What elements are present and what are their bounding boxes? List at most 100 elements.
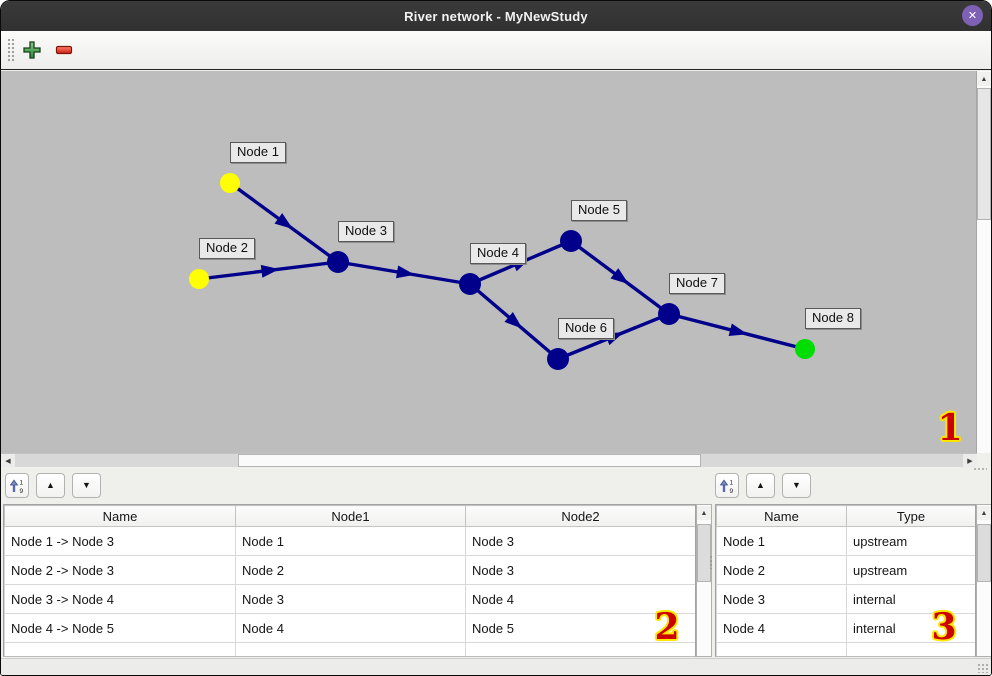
river-node[interactable] xyxy=(658,303,680,325)
move-link-down-button[interactable]: ▼ xyxy=(72,473,101,498)
scroll-up-arrow-icon[interactable]: ▲ xyxy=(977,506,991,520)
node-label[interactable]: Node 2 xyxy=(199,238,255,259)
flow-direction-arrow-icon xyxy=(396,265,415,279)
svg-text:9: 9 xyxy=(730,488,734,494)
empty-row xyxy=(716,642,975,656)
scroll-left-arrow-icon[interactable]: ◀ xyxy=(1,454,15,467)
scroll-up-arrow-icon[interactable]: ▲ xyxy=(977,72,991,86)
plus-icon xyxy=(23,41,41,59)
column-header-node1[interactable]: Node1 xyxy=(235,505,466,527)
toolbar-drag-handle[interactable] xyxy=(7,38,16,63)
table-cell[interactable]: upstream xyxy=(846,526,975,556)
network-canvas[interactable]: Node 1 Node 2 Node 3 Node 4 Node 5 Node 6 Node… xyxy=(1,71,991,453)
arrow-down-icon: ▼ xyxy=(82,480,91,490)
node-label[interactable]: Node 4 xyxy=(470,243,526,264)
flow-direction-arrow-icon xyxy=(260,264,280,278)
canvas-horizontal-scrollbar[interactable]: ◀ ▶ xyxy=(1,453,977,467)
table-cell[interactable]: Node 5 xyxy=(465,613,695,643)
scroll-up-arrow-icon[interactable]: ▲ xyxy=(697,506,711,520)
node-label[interactable]: Node 5 xyxy=(571,200,627,221)
table-cell[interactable]: Node 1 -> Node 3 xyxy=(4,526,236,556)
step-annotation: 2 xyxy=(654,606,680,648)
table-cell[interactable]: Node 3 xyxy=(235,584,466,614)
node-label[interactable]: Node 3 xyxy=(338,221,394,242)
river-node[interactable] xyxy=(795,339,815,359)
nodes-scroll-thumb[interactable] xyxy=(977,524,991,582)
svg-text:9: 9 xyxy=(20,488,24,494)
column-header-type[interactable]: Type xyxy=(846,505,975,527)
svg-text:1: 1 xyxy=(730,479,734,486)
flow-direction-arrow-icon xyxy=(610,268,629,285)
vertical-scroll-thumb[interactable] xyxy=(977,88,991,220)
column-header-node2[interactable]: Node2 xyxy=(465,505,695,527)
node-label[interactable]: Node 8 xyxy=(805,308,861,329)
resize-grip[interactable] xyxy=(977,663,988,673)
main-toolbar xyxy=(1,31,991,70)
panel-splitter[interactable] xyxy=(709,555,714,569)
table-cell[interactable]: Node 4 xyxy=(235,613,466,643)
step-annotation: 3 xyxy=(931,606,957,648)
nodes-table-scrollbar[interactable]: ▲ ▼ xyxy=(976,504,991,657)
titlebar[interactable]: River network - MyNewStudy ✕ xyxy=(1,1,991,31)
column-header-name[interactable]: Name xyxy=(4,505,236,527)
river-node[interactable] xyxy=(189,269,209,289)
status-bar xyxy=(1,658,991,675)
column-header-name[interactable]: Name xyxy=(716,505,847,527)
table-cell[interactable]: Node 4 xyxy=(716,613,847,643)
node-label[interactable]: Node 1 xyxy=(230,142,286,163)
sort-nodes-button[interactable]: 1 9 xyxy=(715,473,739,498)
empty-row xyxy=(4,642,695,656)
river-node[interactable] xyxy=(547,348,569,370)
table-cell[interactable]: Node 3 xyxy=(465,526,695,556)
table-cell[interactable]: Node 2 -> Node 3 xyxy=(4,555,236,585)
sort-ascending-icon: 1 9 xyxy=(9,479,24,494)
table-cell[interactable]: internal xyxy=(846,584,975,614)
sort-ascending-icon: 1 9 xyxy=(719,479,734,494)
sort-links-button[interactable]: 1 9 xyxy=(5,473,29,498)
flow-direction-arrow-icon xyxy=(274,213,293,229)
river-node[interactable] xyxy=(560,230,582,252)
table-cell[interactable]: Node 3 xyxy=(716,584,847,614)
links-scroll-thumb[interactable] xyxy=(697,524,711,582)
links-table-scrollbar[interactable]: ▲ ▼ xyxy=(696,504,712,657)
table-cell[interactable]: Node 1 xyxy=(716,526,847,556)
river-node[interactable] xyxy=(459,273,481,295)
table-cell[interactable]: Node 3 -> Node 4 xyxy=(4,584,236,614)
window-title: River network - MyNewStudy xyxy=(404,8,588,24)
table-cell[interactable]: Node 2 xyxy=(716,555,847,585)
node-label[interactable]: Node 6 xyxy=(558,318,614,339)
add-button[interactable] xyxy=(21,39,43,61)
table-cell[interactable]: Node 1 xyxy=(235,526,466,556)
close-button[interactable]: ✕ xyxy=(962,5,983,26)
table-cell[interactable]: Node 3 xyxy=(465,555,695,585)
arrow-down-icon: ▼ xyxy=(792,480,801,490)
move-node-up-button[interactable]: ▲ xyxy=(746,473,775,498)
horizontal-scroll-thumb[interactable] xyxy=(238,454,701,467)
move-link-up-button[interactable]: ▲ xyxy=(36,473,65,498)
table-cell[interactable]: Node 2 xyxy=(235,555,466,585)
table-cell[interactable]: upstream xyxy=(846,555,975,585)
arrow-up-icon: ▲ xyxy=(46,480,55,490)
table-cell[interactable]: Node 4 xyxy=(465,584,695,614)
remove-button[interactable] xyxy=(53,39,75,61)
panel-grip[interactable] xyxy=(973,467,987,472)
canvas-vertical-scrollbar[interactable]: ▲ ▼ xyxy=(976,71,991,453)
river-node[interactable] xyxy=(327,251,349,273)
arrow-up-icon: ▲ xyxy=(756,480,765,490)
river-node[interactable] xyxy=(220,173,240,193)
table-cell[interactable]: Node 4 -> Node 5 xyxy=(4,613,236,643)
svg-text:1: 1 xyxy=(20,479,24,486)
scroll-right-arrow-icon[interactable]: ▶ xyxy=(963,454,977,467)
node-label[interactable]: Node 7 xyxy=(669,273,725,294)
minus-icon xyxy=(55,45,73,55)
move-node-down-button[interactable]: ▼ xyxy=(782,473,811,498)
